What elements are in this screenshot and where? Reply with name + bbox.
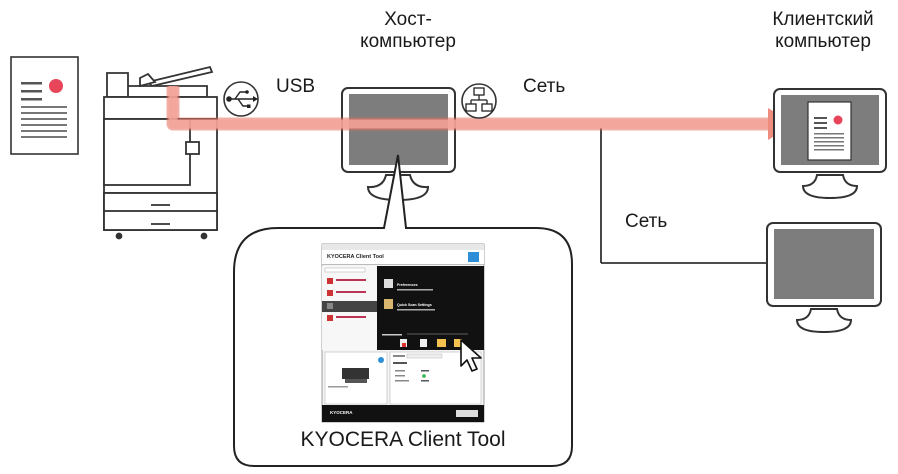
network-label-bottom: Сеть (625, 211, 668, 232)
usb-icon (223, 81, 259, 117)
screenshot-quick-scan-item: Quick Scan Settings (397, 303, 432, 307)
host-computer-label: Хост- компьютер (318, 9, 498, 53)
host-label-line2: компьютер (360, 31, 456, 52)
screenshot-preferences-item: Preferences (397, 283, 418, 287)
client-tool-screenshot (321, 243, 485, 423)
cursor-icon (460, 339, 482, 372)
client-label-line2: компьютер (775, 31, 871, 52)
network-label-top: Сеть (523, 76, 566, 97)
document-icon (807, 101, 852, 161)
network-icon (461, 83, 497, 119)
document-icon (10, 56, 79, 155)
screenshot-logo: KYOCERA (330, 410, 353, 415)
client-monitor-top-icon (773, 88, 887, 200)
host-label-line1: Хост- (384, 9, 432, 30)
usb-label: USB (276, 76, 316, 97)
client-computer-label: Клиентский компьютер (738, 9, 898, 53)
printer-icon (103, 65, 218, 240)
client-monitor-bottom-icon (766, 222, 882, 334)
screenshot-window-title: KYOCERA Client Tool (327, 254, 384, 260)
client-label-line1: Клиентский (772, 9, 874, 30)
client-tool-label: KYOCERA Client Tool (300, 428, 506, 451)
